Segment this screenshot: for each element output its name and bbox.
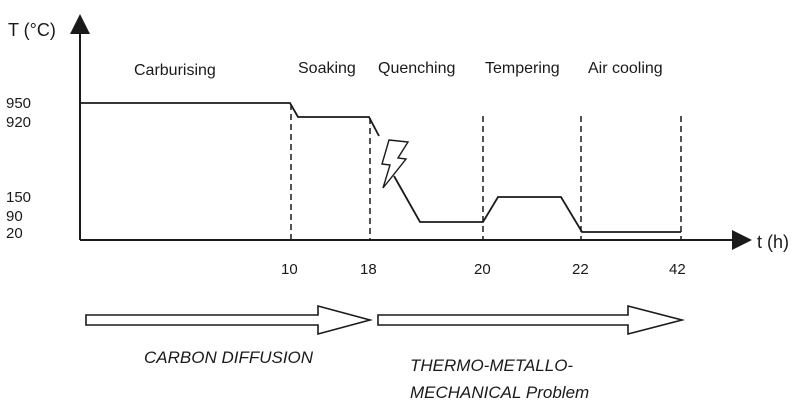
x-axis-label: t (h)	[757, 232, 789, 252]
y-axis-label: T (°C)	[8, 20, 56, 40]
thermo-mechanical-arrow	[377, 304, 686, 336]
temperature-profile-line	[393, 175, 681, 233]
x-tick-label: 10	[281, 261, 298, 278]
stage-label-tempering: Tempering	[485, 60, 560, 77]
stage-label-soaking: Soaking	[298, 60, 356, 77]
y-tick-label: 920	[6, 114, 31, 131]
quench-lightning-icon	[381, 139, 410, 189]
thermo-problem-label-line1: THERMO-METALLO-	[410, 356, 573, 375]
thermo-problem-label-line2: MECHANICAL Problem	[410, 383, 589, 402]
x-tick-label: 22	[572, 261, 589, 278]
carbon-diffusion-label: CARBON DIFFUSION	[144, 348, 314, 367]
x-tick-label: 20	[474, 261, 491, 278]
stage-label-quenching: Quenching	[378, 60, 455, 77]
stage-label-air-cooling: Air cooling	[588, 60, 663, 77]
y-tick-label: 950	[6, 95, 31, 112]
x-tick-label: 18	[360, 261, 377, 278]
y-tick-label: 150	[6, 189, 31, 206]
carbon-diffusion-arrow	[85, 304, 374, 336]
x-tick-label: 42	[669, 261, 686, 278]
y-tick-label: 90	[6, 208, 23, 225]
stage-label-carburising: Carburising	[134, 62, 216, 79]
y-tick-label: 20	[6, 225, 23, 242]
temperature-profile-line	[80, 102, 380, 137]
